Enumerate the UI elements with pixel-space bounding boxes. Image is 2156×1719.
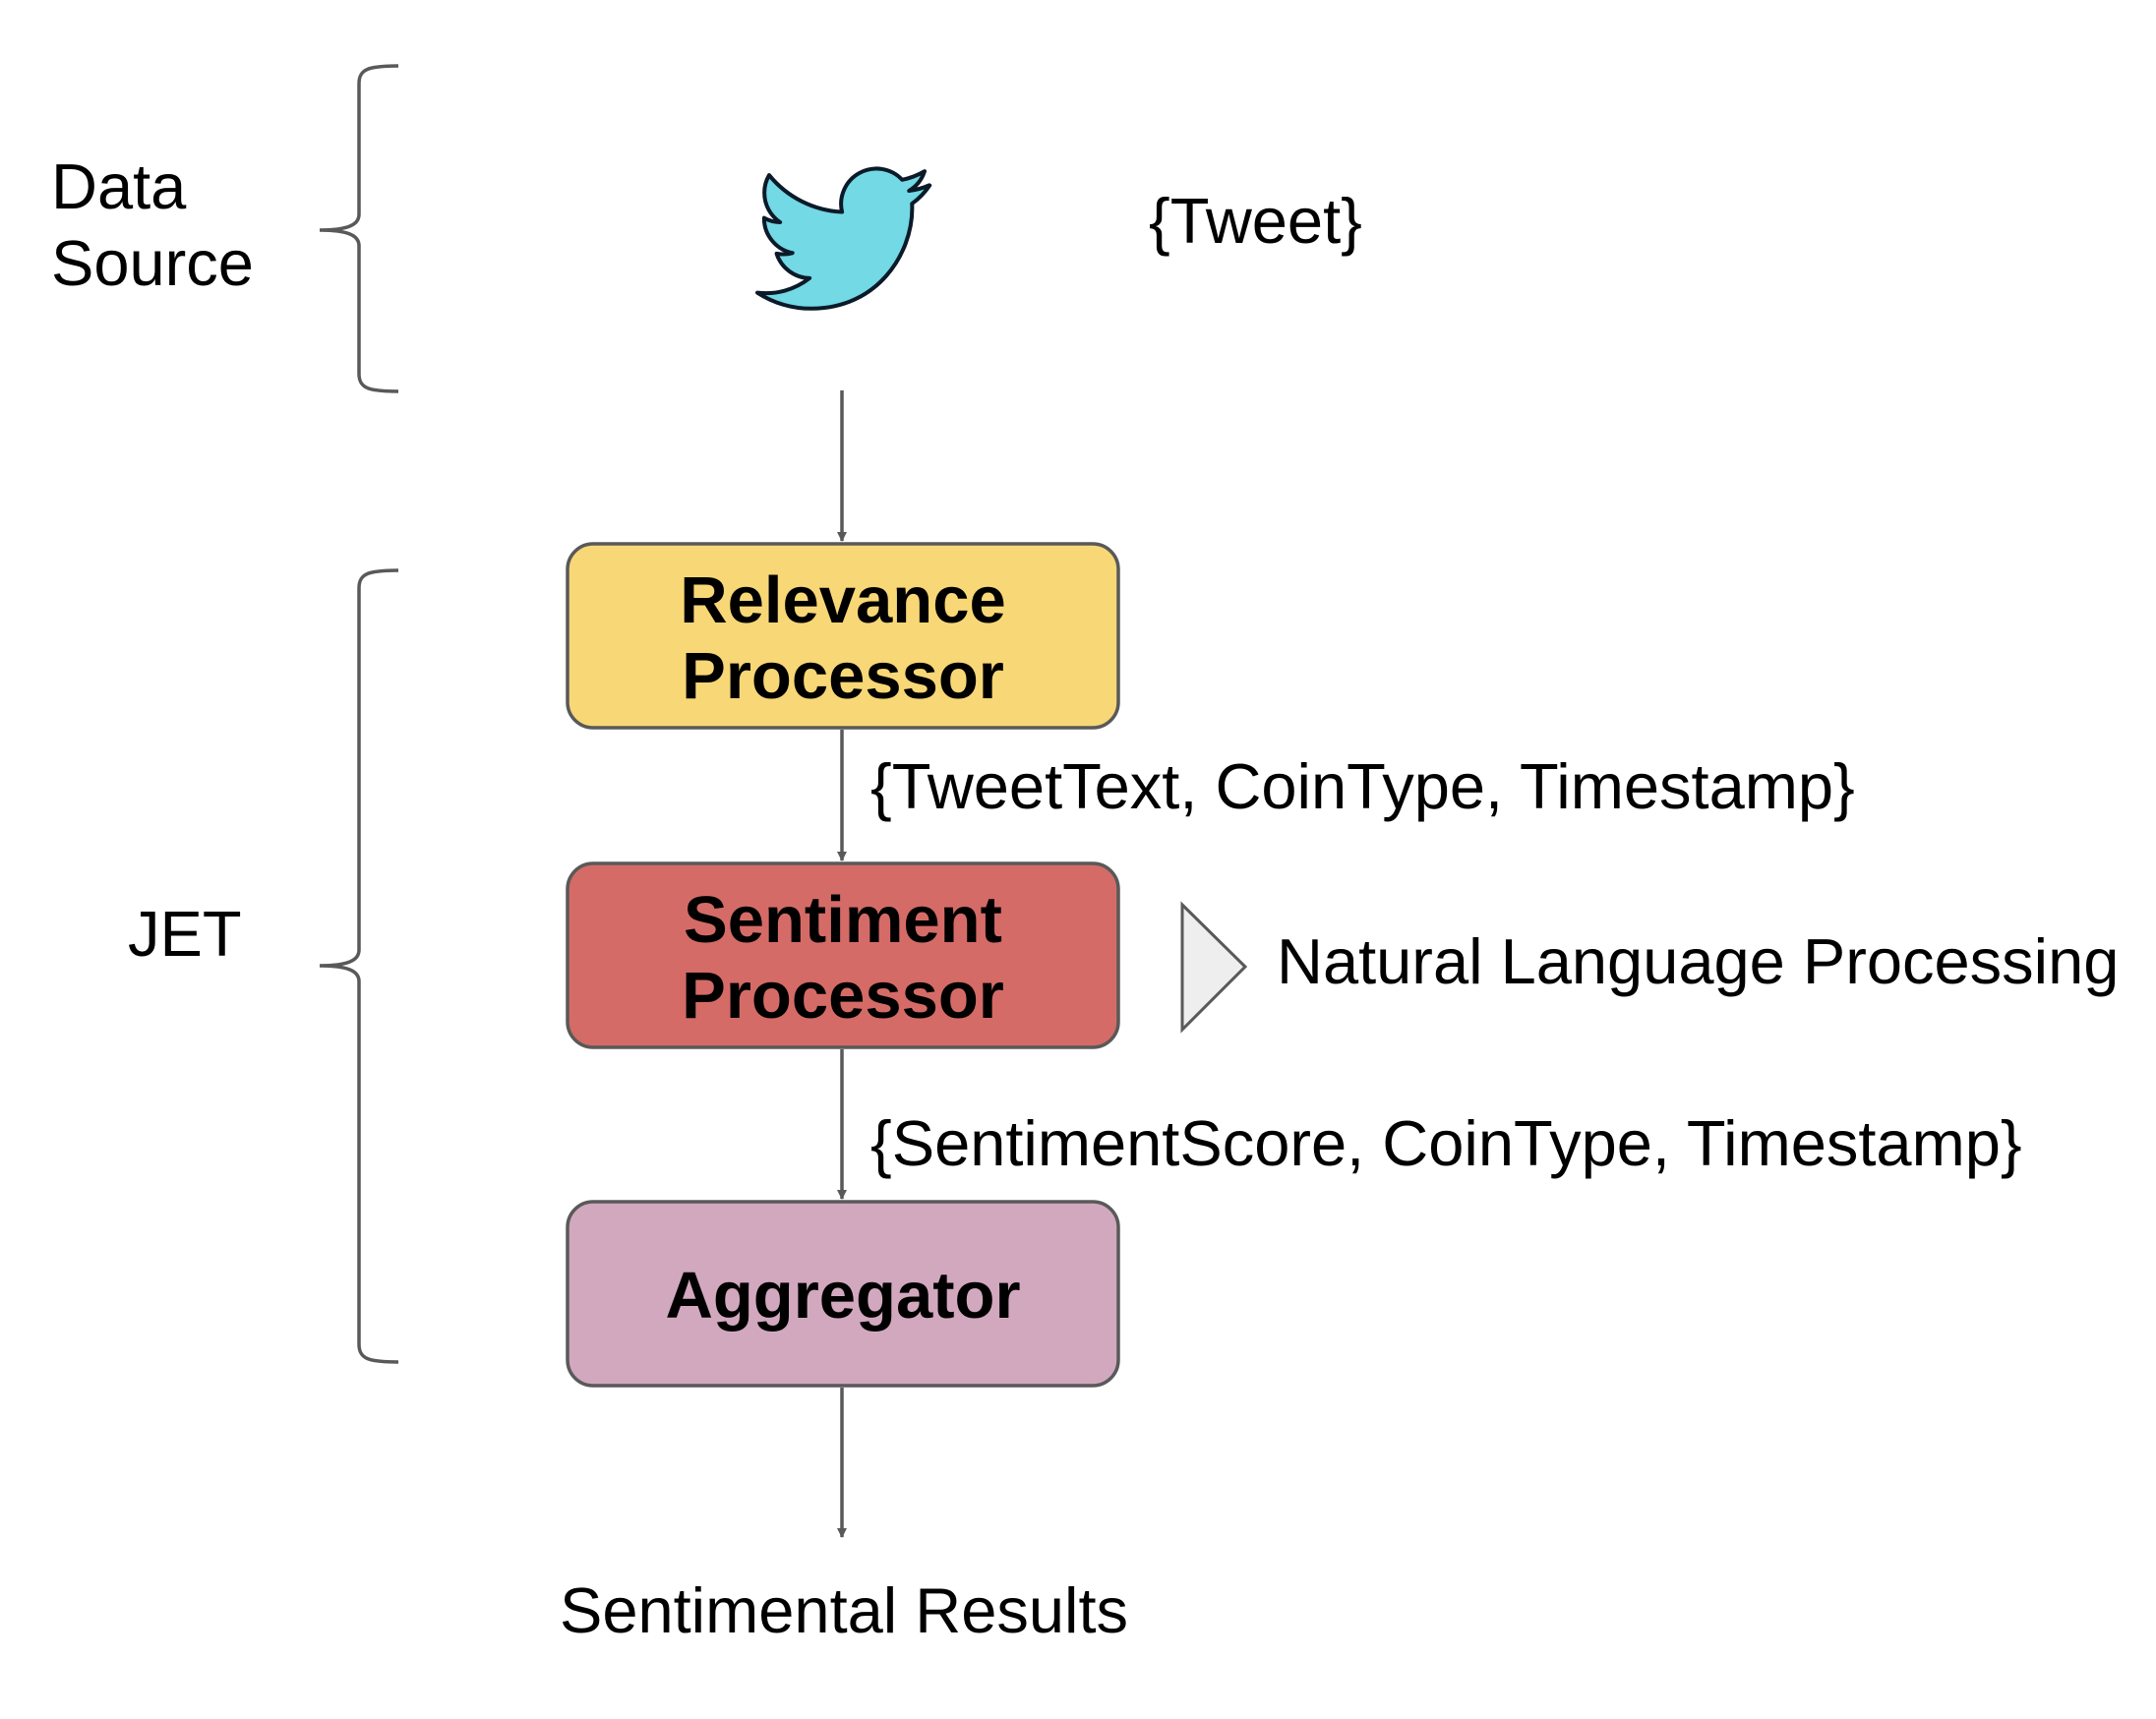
data-source-label-line2: Source <box>51 227 254 299</box>
jet-label: JET <box>128 898 242 970</box>
sentimental-results-label: Sentimental Results <box>560 1574 1128 1646</box>
jet-brace <box>319 568 399 1364</box>
relevance-processor-label-line2: Processor <box>682 639 1004 713</box>
relevance-processor-box <box>566 542 1120 730</box>
twitter-bird-shape <box>754 166 932 311</box>
data-source-label-line1: Data <box>51 150 187 222</box>
sentiment-processor-label-line2: Processor <box>682 959 1004 1033</box>
relevance-processor-label-line1: Relevance <box>680 563 1006 637</box>
sentiment-processor-label-line1: Sentiment <box>684 883 1002 957</box>
aggregator-label: Aggregator <box>665 1259 1020 1333</box>
sentiment-output-label: {SentimentScore, CoinType, Timestamp} <box>870 1107 2022 1179</box>
twitter-bird-icon <box>754 166 932 311</box>
relevance-output-label: {TweetText, CoinType, Timestamp} <box>870 750 1855 822</box>
sentiment-processor-box <box>566 861 1120 1049</box>
play-triangle-icon <box>1180 901 1248 1034</box>
tweet-payload-label: {Tweet} <box>1149 185 1362 257</box>
aggregator-box <box>566 1200 1120 1388</box>
data-source-brace <box>319 64 399 393</box>
nlp-label: Natural Language Processing <box>1277 925 2119 997</box>
